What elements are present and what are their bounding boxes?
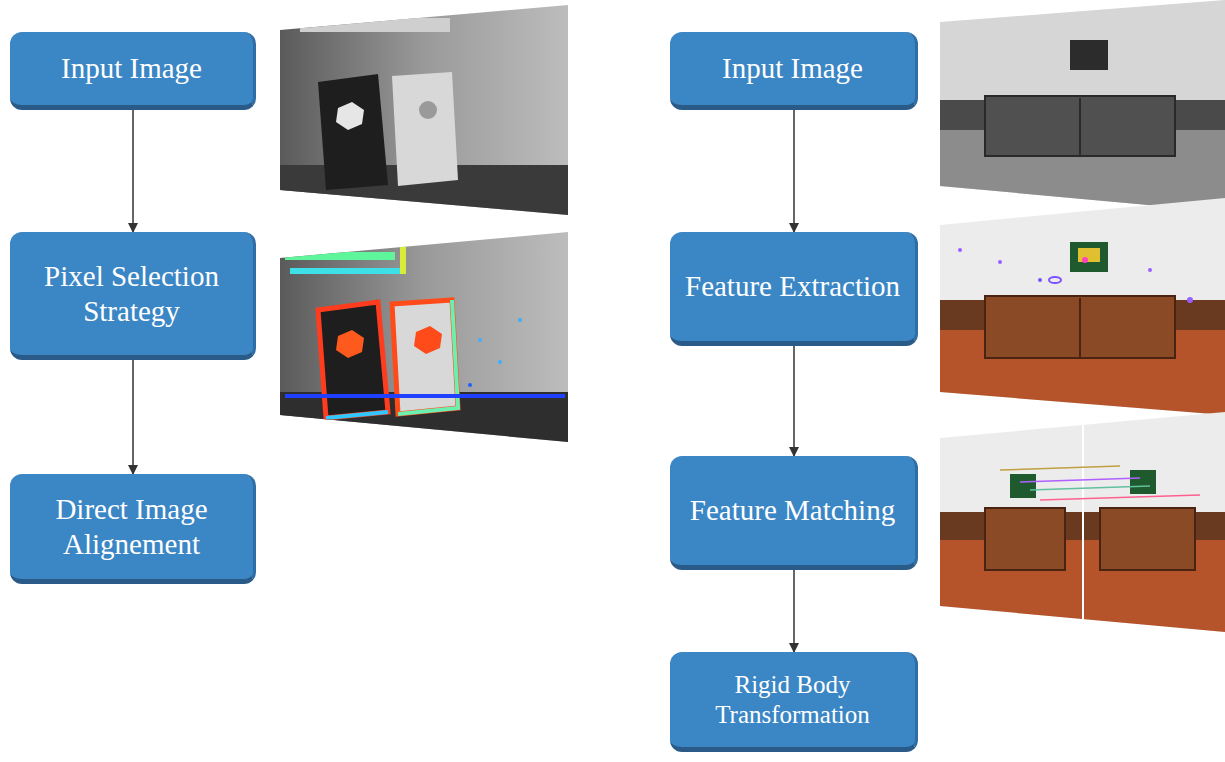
process-box: Direct Image Alignement bbox=[10, 474, 256, 584]
process-box: Input Image bbox=[10, 32, 256, 110]
box-label: Feature Extraction bbox=[685, 269, 900, 304]
matching-photo bbox=[940, 405, 1225, 635]
feature-photo bbox=[940, 195, 1225, 420]
flow-arrow bbox=[132, 360, 134, 474]
process-box: Feature Matching bbox=[670, 456, 918, 570]
flow-arrow bbox=[793, 346, 795, 456]
box-label: Input Image bbox=[61, 51, 202, 86]
input-photo bbox=[940, 0, 1225, 220]
box-label: Input Image bbox=[722, 51, 863, 86]
flow-arrow bbox=[793, 110, 795, 232]
box-label: Rigid Body Transformation bbox=[682, 670, 903, 730]
flow-arrow bbox=[132, 110, 134, 232]
process-box: Input Image bbox=[670, 32, 918, 110]
process-box: Feature Extraction bbox=[670, 232, 918, 346]
box-label: Pixel Selection Strategy bbox=[22, 259, 241, 329]
input-photo bbox=[280, 0, 570, 225]
process-box: Rigid Body Transformation bbox=[670, 652, 918, 752]
flow-arrow bbox=[793, 570, 795, 652]
process-box: Pixel Selection Strategy bbox=[10, 232, 256, 360]
box-label: Direct Image Alignement bbox=[22, 492, 241, 562]
box-label: Feature Matching bbox=[690, 493, 895, 528]
pixel-selection-photo bbox=[280, 230, 570, 447]
